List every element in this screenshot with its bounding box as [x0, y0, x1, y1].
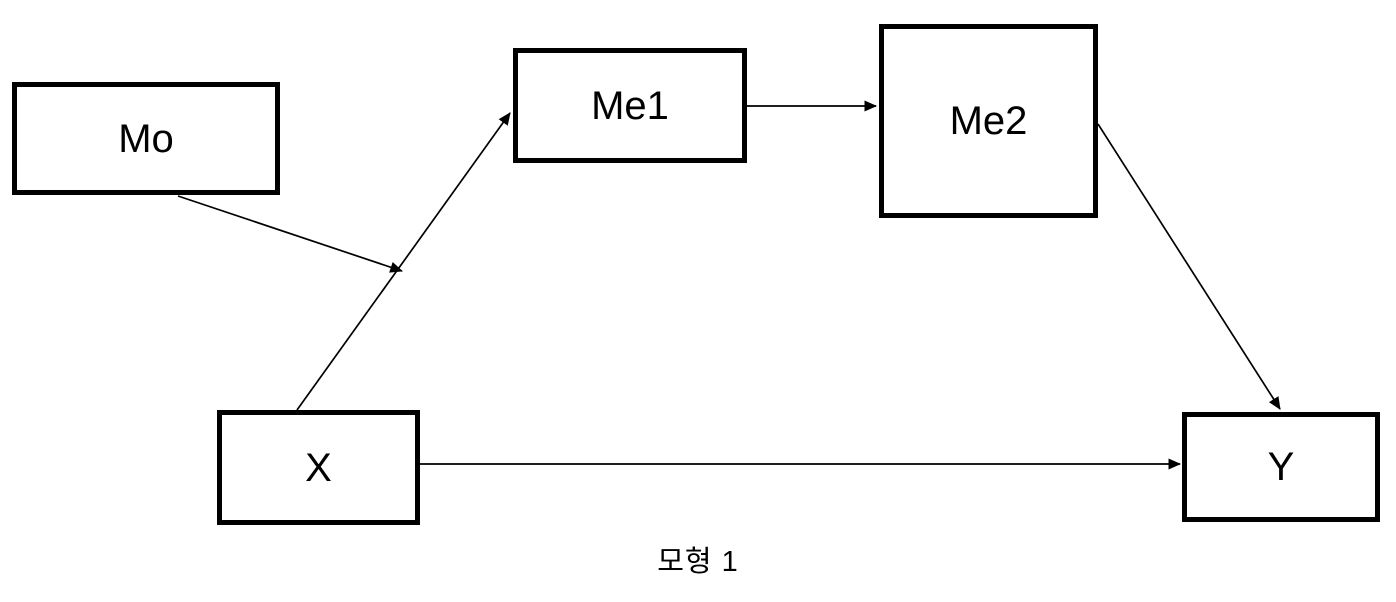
node-mo-label: Mo: [118, 116, 174, 161]
node-x[interactable]: X: [217, 410, 420, 525]
node-x-label: X: [305, 445, 332, 490]
node-mo[interactable]: Mo: [12, 82, 280, 195]
node-y-label: Y: [1267, 445, 1295, 489]
node-me1[interactable]: Me1: [513, 48, 747, 163]
node-y[interactable]: Y: [1182, 412, 1380, 522]
edge-mo-to-x-me1-path: [177, 195, 403, 273]
node-me2-label: Me2: [949, 99, 1028, 143]
node-me1-label: Me1: [591, 83, 669, 128]
diagram-caption: 모형 1: [657, 546, 739, 578]
node-me2[interactable]: Me2: [879, 24, 1098, 218]
edge-me2-to-y: [1097, 123, 1281, 410]
edge-x-to-me1: [296, 112, 511, 411]
